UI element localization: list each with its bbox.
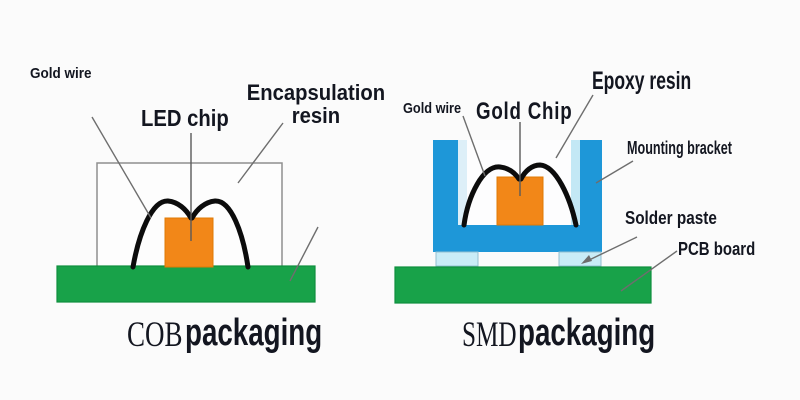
label-gold-chip: Gold Chip xyxy=(476,98,573,125)
label-gold-wire-right: Gold wire xyxy=(403,100,462,117)
pcb-board-left xyxy=(56,265,316,303)
leader-epoxy-resin xyxy=(555,94,594,159)
label-led-chip: LED chip xyxy=(141,105,229,131)
label-epoxy-resin: Epoxy resin xyxy=(592,67,692,95)
title-smd: SMD xyxy=(462,314,517,354)
leader-mounting-bracket xyxy=(595,160,634,184)
leader-pcb-left xyxy=(289,226,319,282)
label-mounting-bracket: Mounting bracket xyxy=(627,138,733,158)
cavity-left-shading xyxy=(458,140,467,225)
leader-pcb-board xyxy=(620,250,678,292)
led-chip-rect xyxy=(164,217,214,268)
leader-gold-wire-left xyxy=(91,116,152,219)
label-encapsulation-resin: Encapsulation resin xyxy=(246,81,386,127)
label-encapsulation-resin-line1: Encapsulation xyxy=(246,80,386,105)
label-encapsulation-resin-line2: resin xyxy=(291,103,341,128)
title-cob: COB xyxy=(127,314,183,354)
gold-wires-left xyxy=(130,198,251,270)
gold-wires-right xyxy=(461,162,579,228)
label-solder-paste: Solder paste xyxy=(625,208,717,228)
label-pcb-board: PCB board xyxy=(678,239,756,259)
cavity-right-shading xyxy=(571,140,580,225)
title-cob-packaging: packaging xyxy=(185,312,323,354)
leader-gold-wire-right xyxy=(462,115,486,177)
leader-encapsulation-resin xyxy=(237,122,284,184)
solder-paste-pad-left xyxy=(435,251,479,267)
title-smd-packaging: packaging xyxy=(518,312,656,354)
label-gold-wire-left: Gold wire xyxy=(30,65,92,82)
leader-solder-paste xyxy=(584,236,638,263)
solder-paste-pad-right xyxy=(558,251,602,267)
leader-solder-paste-arrowhead xyxy=(581,255,592,264)
pcb-board-right xyxy=(394,266,652,304)
